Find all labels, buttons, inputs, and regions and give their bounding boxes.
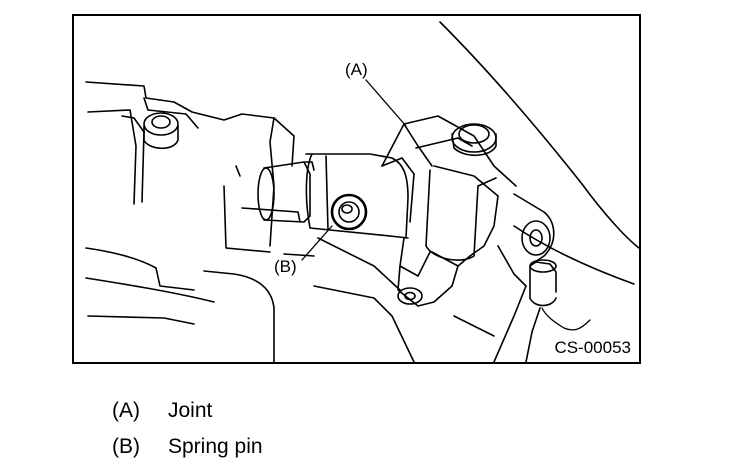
callout-b-label: (B) (274, 257, 297, 276)
legend-item: (B) Spring pin (112, 429, 263, 465)
figure-code: CS-00053 (554, 338, 631, 357)
legend-key: (A) (112, 399, 140, 422)
legend-key: (B) (112, 435, 140, 458)
legend-text: Spring pin (168, 435, 263, 458)
callout-a-label: (A) (345, 60, 368, 79)
legend-item: (A) Joint (112, 393, 263, 429)
steering-joint-drawing (85, 21, 639, 362)
legend-text: Joint (168, 399, 213, 422)
illustration-frame: (A) (B) CS-00053 (72, 14, 641, 364)
legend: (A) Joint (B) Spring pin (112, 393, 263, 465)
